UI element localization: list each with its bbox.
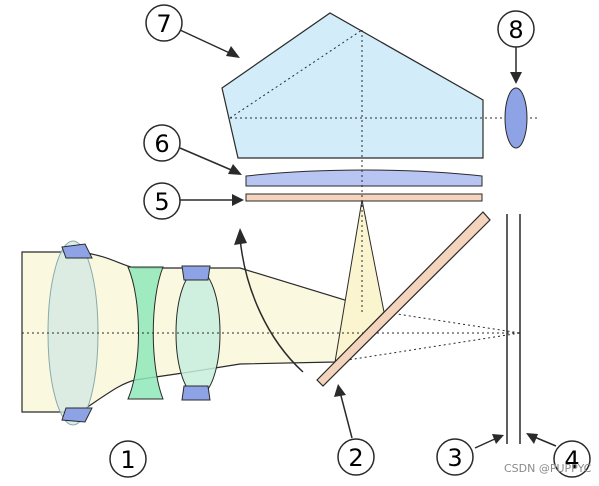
label-4: 4 xyxy=(553,440,591,478)
svg-text:5: 5 xyxy=(154,188,169,216)
svg-text:6: 6 xyxy=(154,130,169,158)
pointer-arrows xyxy=(179,29,557,449)
front-lens-top-rim xyxy=(61,243,93,259)
watermark: CSDN @PUPPYC xyxy=(504,462,592,475)
label-5: 5 xyxy=(143,182,181,220)
label-3: 3 xyxy=(436,438,474,476)
label-2: 2 xyxy=(337,438,375,476)
svg-text:1: 1 xyxy=(120,446,135,474)
label-6: 6 xyxy=(143,124,181,162)
eyepiece-lens xyxy=(504,87,528,149)
svg-text:4: 4 xyxy=(564,446,579,474)
svg-text:2: 2 xyxy=(348,444,363,472)
mirror-swing-arc xyxy=(239,237,304,373)
pentaprism xyxy=(221,12,484,159)
convex-lens-top-rim xyxy=(181,265,211,281)
ray-upper-dotted xyxy=(383,311,521,334)
prism-axis-diagonal xyxy=(229,29,363,119)
mirror-swing-arrowhead xyxy=(234,228,247,245)
svg-text:3: 3 xyxy=(447,444,462,472)
svg-text:8: 8 xyxy=(508,16,523,44)
label-7: 7 xyxy=(145,4,183,42)
convex-lens-bottom-rim xyxy=(181,385,211,401)
reflex-mirror xyxy=(316,211,491,387)
label-8: 8 xyxy=(497,10,535,48)
condenser-lens xyxy=(245,169,483,187)
front-lens-bottom-rim xyxy=(61,407,93,423)
focusing-screen xyxy=(245,193,483,202)
ray-lower-dotted xyxy=(334,332,521,363)
svg-text:7: 7 xyxy=(156,10,171,38)
concave-lens xyxy=(127,266,164,400)
label-1: 1 xyxy=(109,440,147,478)
